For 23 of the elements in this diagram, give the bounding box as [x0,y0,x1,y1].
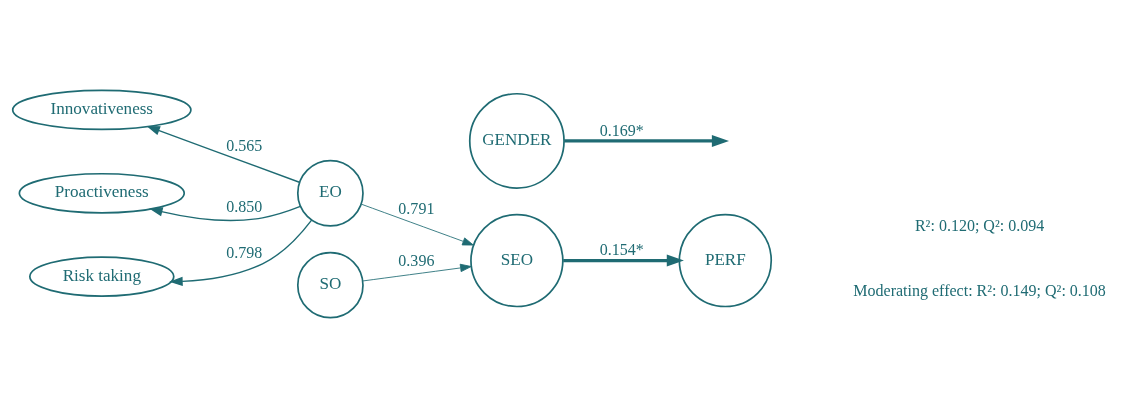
node-label: R²: 0.120; Q²: 0.094 [914,216,1045,234]
edge-label: 0.850 [226,197,263,215]
arrow [146,125,301,183]
node-circle: SEO [470,213,564,307]
arrow [362,263,472,281]
node-circle: SO [296,251,364,319]
arrow [563,254,684,267]
arrow [169,218,313,286]
node-circle: GENDER [468,92,565,189]
edge-label: 0.791 [398,199,435,217]
arrow [149,205,302,221]
node-circle: EO [296,159,364,227]
node-ellipse: Innovativeness [11,89,192,130]
edge-label: 0.396 [398,251,435,269]
edge-label: 0.169* [599,121,644,139]
node-ellipse: Risk taking [29,255,175,297]
edge-label: 0.565 [226,136,263,154]
arrow [564,134,730,147]
edge-label: 0.798 [226,243,263,261]
arrow [361,203,474,245]
node-circle: PERF [678,213,773,307]
edge-label: 0.154* [599,240,644,258]
node-label: Moderating effect: R²: 0.149; Q²: 0.108 [853,281,1106,299]
